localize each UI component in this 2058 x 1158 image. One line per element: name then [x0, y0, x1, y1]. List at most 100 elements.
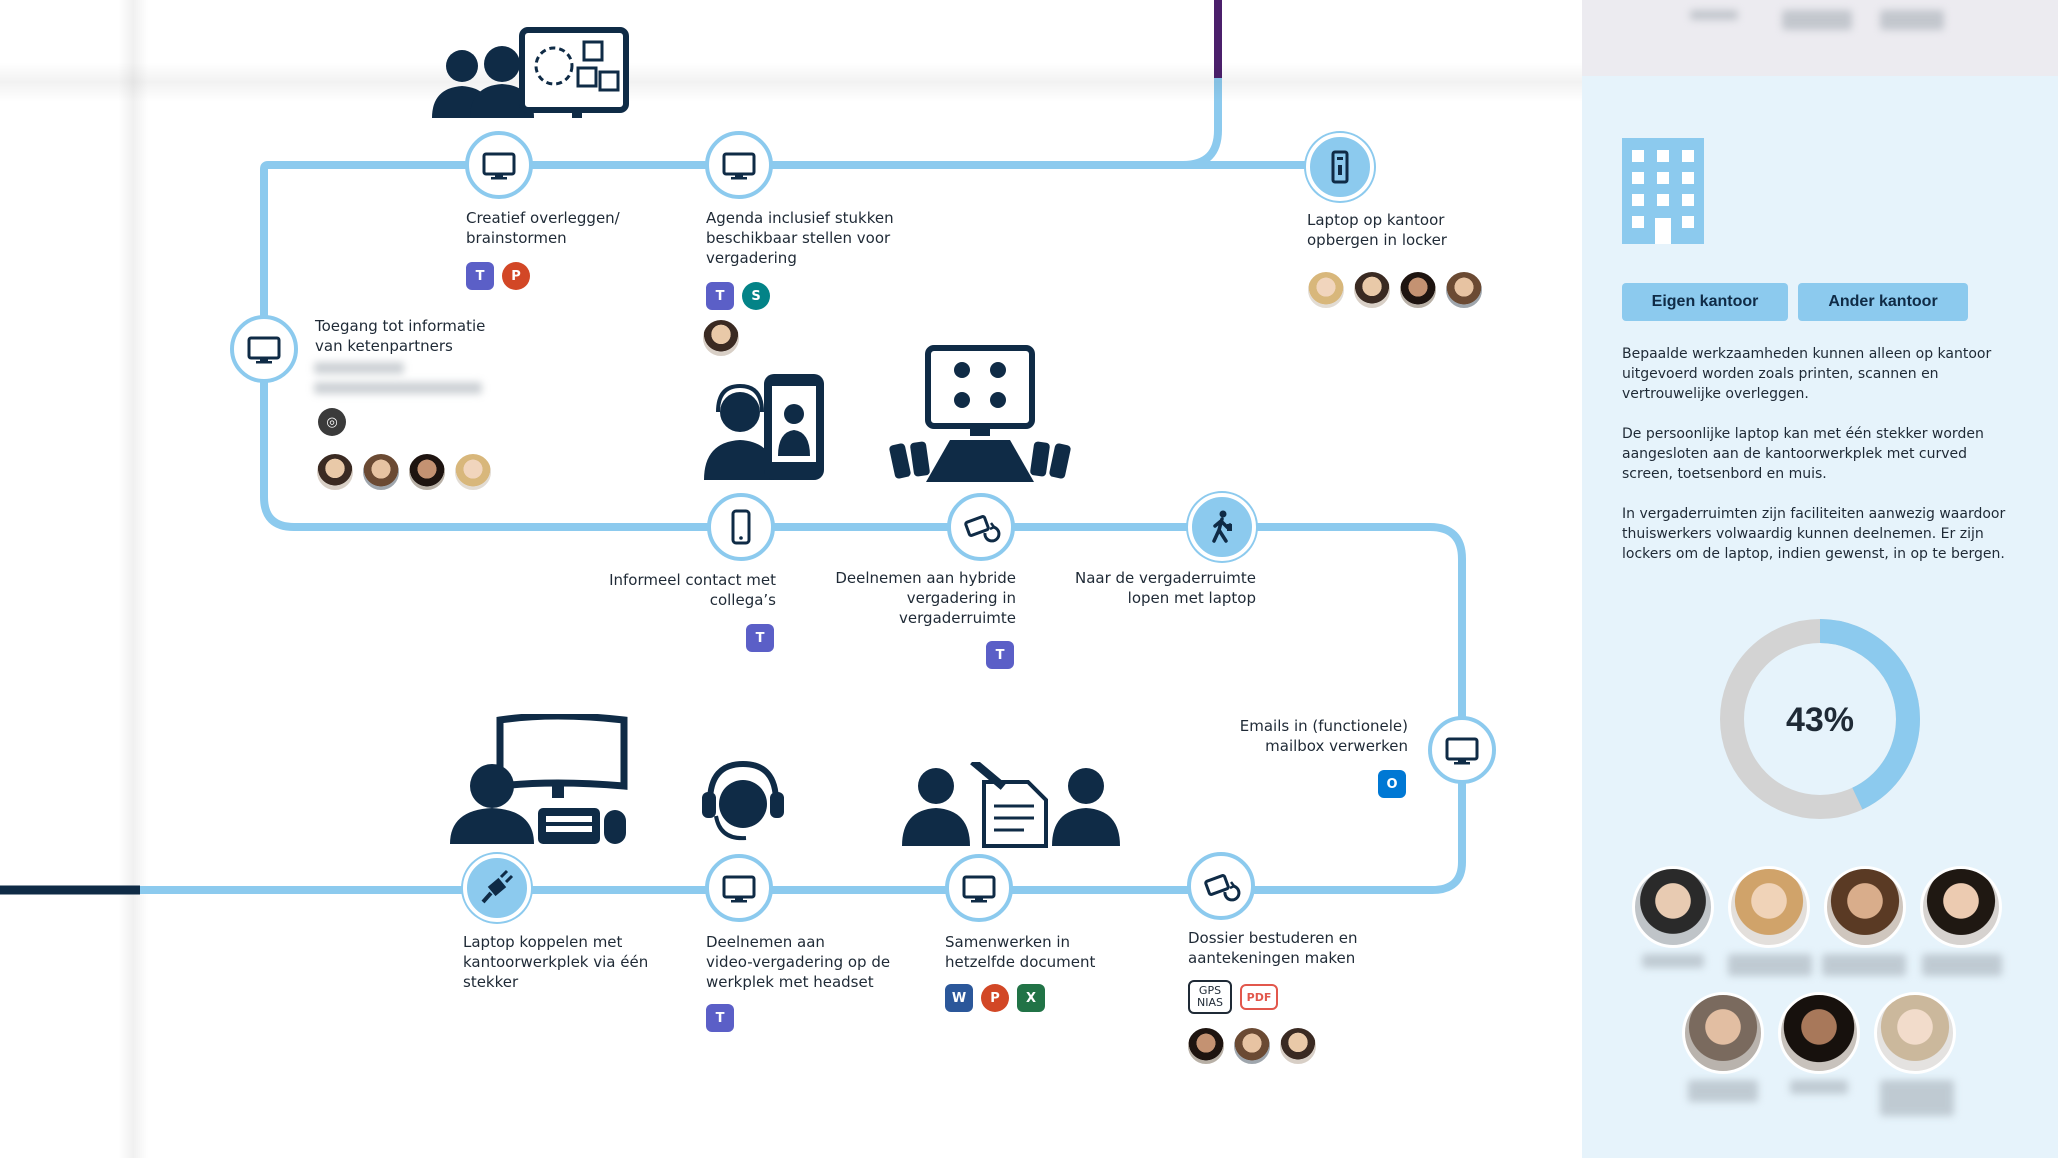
avatar[interactable]: [1352, 270, 1392, 310]
avatar[interactable]: [1632, 866, 1714, 948]
headset-illustration: [702, 760, 784, 841]
blurred-text: [1880, 1080, 1954, 1116]
avatar[interactable]: [1444, 270, 1484, 310]
percentage-donut: 43%: [1720, 619, 1920, 819]
ketenpartner-app-icon[interactable]: ◎: [318, 408, 346, 436]
outlook-icon[interactable]: O: [1378, 770, 1406, 798]
gps-nias-icon[interactable]: GPS NIAS: [1188, 980, 1232, 1014]
tablet-sync-icon: [964, 515, 1001, 543]
own-office-button[interactable]: Eigen kantoor: [1622, 283, 1788, 321]
panel-paragraph-1: Bepaalde werkzaamheden kunnen alleen op …: [1622, 346, 1992, 402]
node-walk-to-room[interactable]: [1188, 493, 1256, 561]
app-icons: W P X: [945, 984, 1045, 1012]
avatar[interactable]: [1278, 1026, 1318, 1066]
blurred-text: [314, 382, 482, 394]
avatar[interactable]: [1398, 270, 1438, 310]
avatar[interactable]: [1186, 1026, 1226, 1066]
hybrid-meeting-illustration: [889, 345, 1071, 482]
monitor-icon: [1445, 737, 1479, 765]
avatar-group: [1306, 270, 1484, 310]
avatar[interactable]: [1778, 992, 1860, 1074]
avatar[interactable]: [1306, 270, 1346, 310]
avatar[interactable]: [361, 452, 401, 492]
step-label-brainstorm: Creatief overleggen/brainstormen: [466, 209, 620, 247]
app-icons: GPS NIAS PDF: [1188, 980, 1278, 1014]
plug-icon: [481, 869, 514, 904]
teams-icon[interactable]: T: [466, 262, 494, 290]
excel-icon[interactable]: X: [1017, 984, 1045, 1012]
avatar[interactable]: [1920, 866, 2002, 948]
avatar[interactable]: [701, 318, 741, 358]
blurred-text: [1728, 954, 1812, 976]
avatar[interactable]: [1728, 866, 1810, 948]
locker-icon: [1331, 150, 1349, 184]
node-ketenpartners[interactable]: [230, 315, 298, 383]
tablet-sync-icon: [1204, 874, 1241, 902]
blurred-text: [314, 362, 404, 374]
node-video-meeting[interactable]: [705, 854, 773, 922]
avatar-group: [701, 318, 741, 358]
node-laptop-connect[interactable]: [463, 854, 531, 922]
workplace-illustration: [450, 714, 628, 844]
monitor-icon: [962, 875, 996, 903]
walking-person-icon: [1212, 510, 1232, 543]
node-hybrid-meeting[interactable]: [947, 493, 1015, 561]
avatar[interactable]: [315, 452, 355, 492]
node-informal-contact[interactable]: [707, 493, 775, 561]
teams-icon[interactable]: T: [706, 282, 734, 310]
blurred-text: [1690, 10, 1738, 20]
node-emails[interactable]: [1428, 716, 1496, 784]
teams-icon[interactable]: T: [986, 641, 1014, 669]
word-icon[interactable]: W: [945, 984, 973, 1012]
teams-icon[interactable]: T: [706, 1004, 734, 1032]
donut-percentage-label: 43%: [1786, 701, 1854, 739]
donut-fill: [1720, 619, 1920, 819]
panel-paragraph-3: In vergaderruimten zijn faciliteiten aan…: [1622, 506, 2006, 562]
blurred-text: [1790, 1080, 1848, 1094]
background-shadow-horizontal: [0, 62, 1582, 102]
powerpoint-icon[interactable]: P: [981, 984, 1009, 1012]
pdf-icon[interactable]: PDF: [1240, 984, 1278, 1010]
blurred-text: [1642, 954, 1704, 968]
node-locker[interactable]: [1306, 133, 1374, 201]
node-study-dossier[interactable]: [1187, 852, 1255, 920]
app-icons: O: [1378, 770, 1406, 798]
powerpoint-icon[interactable]: P: [502, 262, 530, 290]
blurred-text: [1822, 954, 1906, 976]
avatar[interactable]: [1824, 866, 1906, 948]
phone-call-illustration: [704, 374, 824, 480]
monitor-icon: [247, 336, 281, 364]
monitor-icon: [482, 152, 516, 180]
teams-icon[interactable]: T: [746, 624, 774, 652]
node-agenda[interactable]: [705, 131, 773, 199]
blurred-text: [1880, 10, 1944, 30]
other-office-button[interactable]: Ander kantoor: [1798, 283, 1968, 321]
avatar[interactable]: [453, 452, 493, 492]
monitor-icon: [722, 152, 756, 180]
blurred-text: [1922, 954, 2002, 976]
node-co-authoring[interactable]: [945, 854, 1013, 922]
phone-icon: [731, 509, 751, 545]
avatar[interactable]: [407, 452, 447, 492]
node-brainstorm[interactable]: [465, 131, 533, 199]
brainstorm-illustration: [432, 27, 629, 118]
background-shadow: [118, 0, 148, 1158]
step-label-emails: Emails in (functionele)mailbox verwerken: [1239, 717, 1408, 755]
app-icons: T: [746, 624, 774, 652]
panel-paragraph-2: De persoonlijke laptop kan met één stekk…: [1622, 426, 1984, 482]
app-icons: T P: [466, 262, 530, 290]
sharepoint-icon[interactable]: S: [742, 282, 770, 310]
avatar[interactable]: [1232, 1026, 1272, 1066]
avatar[interactable]: [1682, 992, 1764, 1074]
app-icons: T: [706, 1004, 734, 1032]
avatar[interactable]: [1874, 992, 1956, 1074]
